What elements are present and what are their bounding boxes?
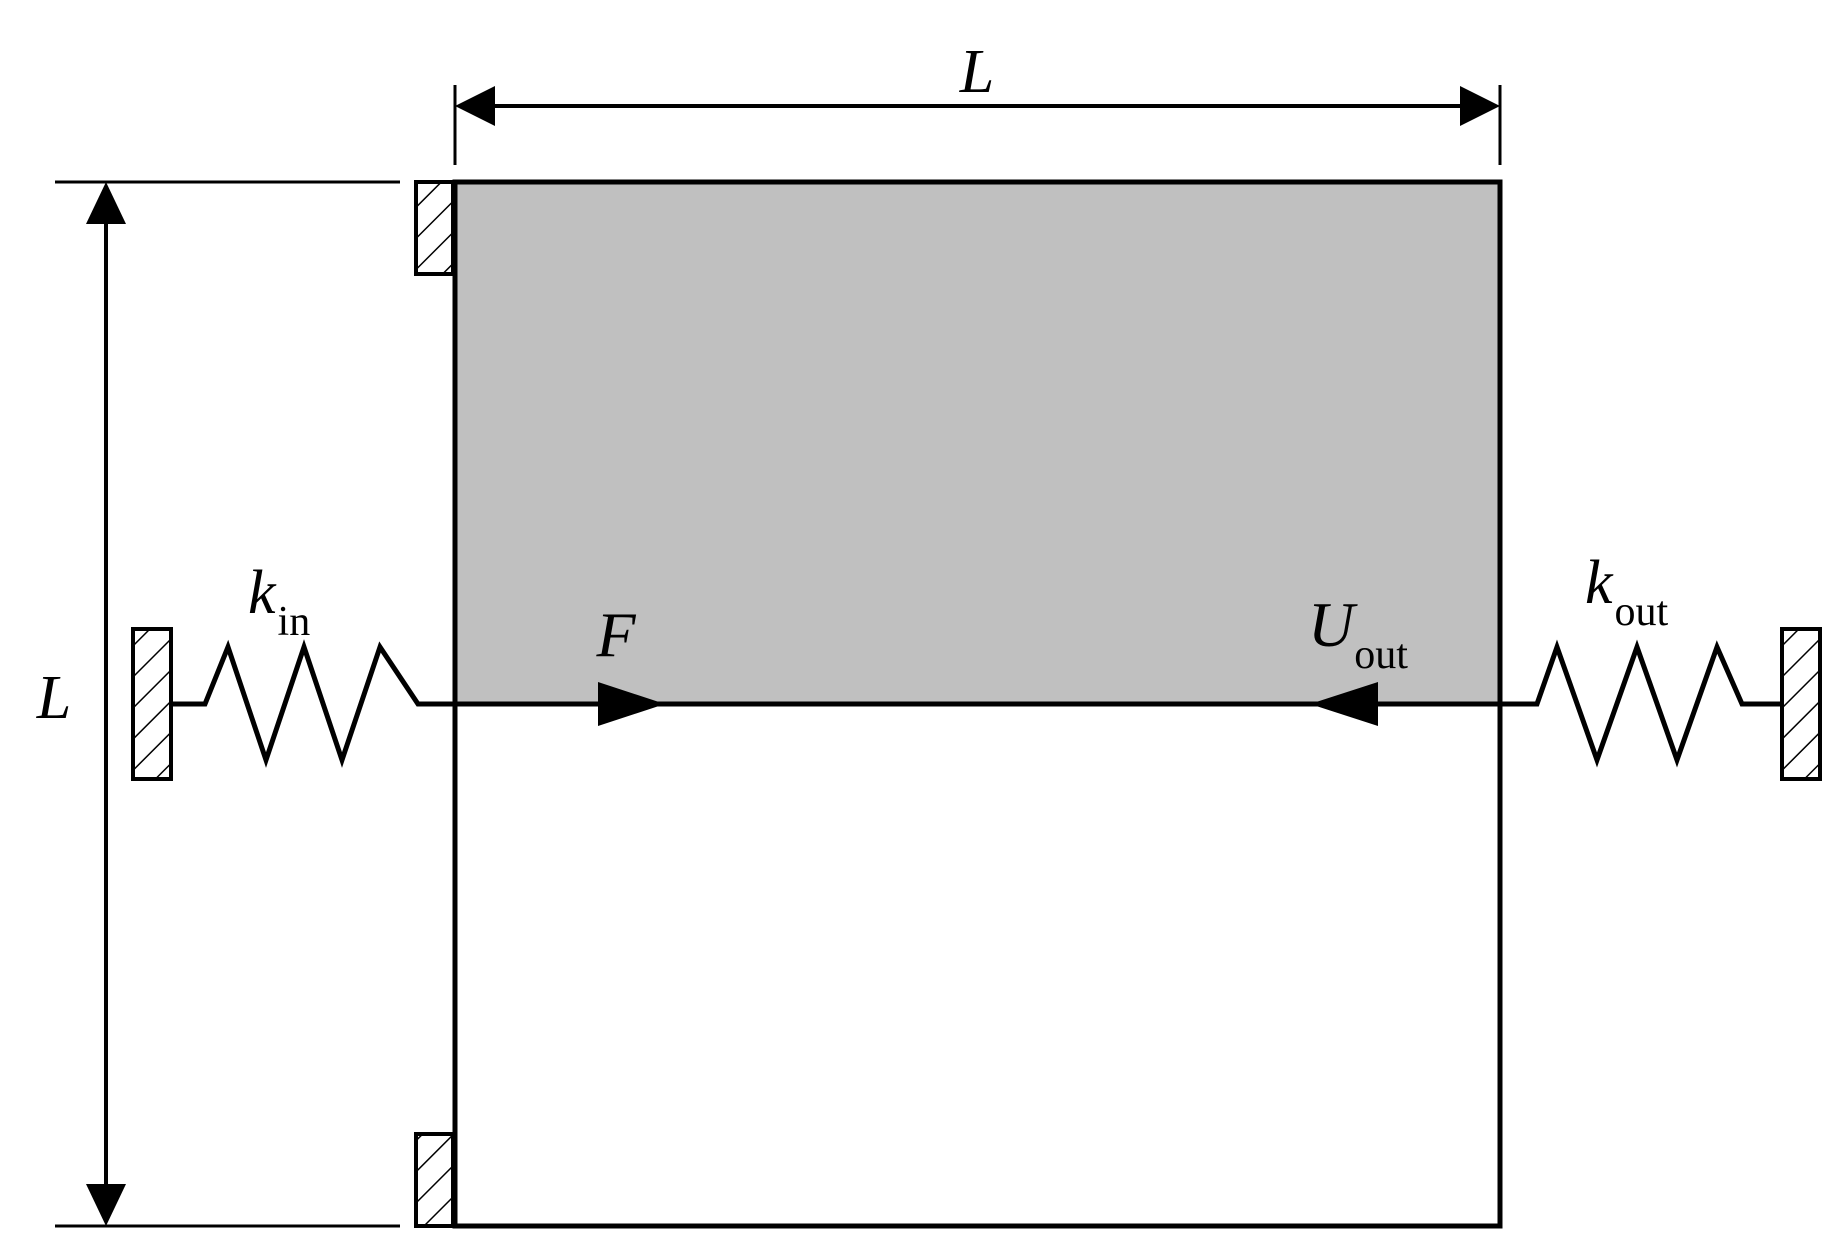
output-displacement-label: Uout xyxy=(1308,589,1408,678)
height-arrowhead-bottom xyxy=(86,1184,126,1226)
input-spring-anchor xyxy=(131,627,173,781)
force-arrow xyxy=(598,682,665,726)
output-displacement-arrow xyxy=(1310,682,1378,726)
height-label: L xyxy=(36,664,71,732)
output-stiffness-label: kout xyxy=(1585,549,1669,635)
input-stiffness-label: kin xyxy=(248,559,310,645)
height-dimension xyxy=(55,180,400,1228)
output-spring-anchor xyxy=(1780,627,1822,781)
height-arrowhead-top xyxy=(86,182,126,224)
width-dimension xyxy=(453,85,1502,165)
width-arrowhead-right xyxy=(1460,86,1500,126)
fixed-support-bottom xyxy=(414,1132,455,1228)
width-label: L xyxy=(959,38,994,106)
width-arrowhead-left xyxy=(455,86,495,126)
output-spring xyxy=(1500,639,1782,768)
design-domain-shaded-half xyxy=(455,182,1500,704)
input-spring xyxy=(171,639,455,768)
fixed-support-top xyxy=(414,180,455,276)
force-label: F xyxy=(595,599,636,670)
